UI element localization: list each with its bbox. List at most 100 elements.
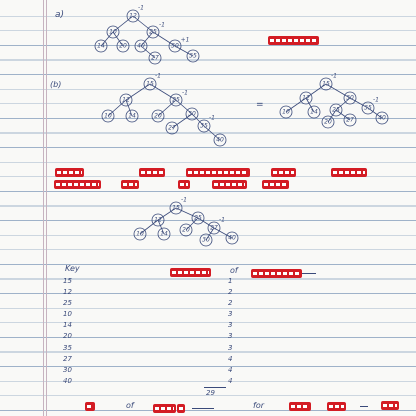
- tree-c-node-3: 10: [136, 231, 144, 238]
- table-value-cell: 2: [228, 288, 233, 297]
- table-header-of: of: [230, 266, 238, 275]
- bottom-of-word: of: [126, 401, 134, 410]
- tree-c-node-4: 14: [160, 231, 168, 238]
- redaction-box: [186, 168, 250, 177]
- tree-c: 15 12 25 10 14 20 27 30 40 -1 -1: [133, 197, 239, 247]
- tree-a-node-8: 40: [137, 43, 145, 50]
- tree-b-left-node-5: 20: [154, 113, 162, 120]
- table-value-cell: 4: [228, 376, 233, 385]
- margin-rule-inner: [46, 0, 47, 416]
- tree-c-node-5: 20: [182, 227, 190, 234]
- redaction-box: [262, 180, 289, 189]
- table-key-cell: 27: [63, 354, 72, 363]
- tree-c-node-1: 12: [154, 217, 162, 224]
- tree-b-left: 15 12 25 10 14 20 30 27 35 40 -1 -1 -1: [101, 73, 227, 147]
- tree-b-right-balance-6: -1: [373, 97, 379, 104]
- tree-b-right-node-9: 40: [378, 115, 386, 122]
- tree-b-left-node-1: 12: [122, 97, 130, 104]
- tree-b-left-node-7: 27: [168, 125, 176, 132]
- redaction-box: [55, 168, 84, 177]
- tree-a-node-3: 14: [97, 43, 105, 50]
- tree-b-left-node-3: 10: [104, 113, 112, 120]
- tree-b-right-node-8: 27: [346, 117, 354, 124]
- table-key-cell: 14: [63, 321, 72, 330]
- table-key-cell: 10: [63, 310, 72, 319]
- tree-b-left-node-8: 35: [200, 123, 208, 130]
- tree-b-right-node-1: 12: [302, 95, 310, 102]
- table-key-cell: 40: [63, 376, 72, 385]
- tree-c-balance-0: -1: [181, 197, 187, 204]
- tree-a-node-1: 10: [109, 29, 117, 36]
- table-value-cell: 4: [228, 365, 233, 374]
- tree-b-left-balance-8: -1: [209, 115, 215, 122]
- tree-a-balance-5: +1: [181, 37, 190, 44]
- tree-b-left-node-0: 15: [146, 81, 154, 88]
- tree-b-right-node-7: 20: [324, 119, 332, 126]
- tree-a: 12 10 25 14 20 30 35 27 40 -1 -1 +1: [94, 5, 200, 65]
- redaction-box: [251, 269, 302, 278]
- redaction-box: [271, 168, 296, 177]
- redaction-box: [289, 402, 311, 411]
- tree-a-balance-2: -1: [159, 22, 165, 29]
- tree-b-left-node-9: 40: [216, 137, 224, 144]
- redaction-box: [139, 168, 165, 177]
- redaction-box: [381, 401, 399, 410]
- tree-b-left-node-6: 30: [188, 111, 196, 118]
- table-value-cell: 3: [228, 321, 233, 330]
- tree-c-node-8: 40: [228, 235, 236, 242]
- tree-c-node-2: 25: [194, 215, 202, 222]
- redaction-box: [177, 404, 185, 413]
- table-header-key: Key: [65, 264, 80, 273]
- tree-a-node-6: 35: [189, 53, 197, 60]
- part-b-label: (b): [50, 80, 62, 89]
- tree-c-balance-6: -1: [219, 217, 225, 224]
- margin-rule: [43, 0, 44, 416]
- table-value-cell: 3: [228, 343, 233, 352]
- tree-b-right-balance-0: -1: [331, 73, 337, 80]
- table-key-cell: 25: [63, 299, 72, 308]
- tree-a-node-4: 20: [119, 43, 127, 50]
- tree-a-balance-0: -1: [138, 5, 144, 12]
- table-value-cell: 1: [228, 277, 233, 285]
- tree-a-node-7: 27: [151, 55, 159, 62]
- tree-b-left-node-4: 14: [128, 113, 136, 120]
- tree-a-node-5: 30: [171, 43, 179, 50]
- sum-line: [204, 387, 226, 388]
- table-value-cell: 3: [228, 332, 233, 341]
- tree-b-right-node-2: 30: [346, 95, 354, 102]
- tree-b-right-node-5: 25: [332, 107, 340, 114]
- table-value-cell: 3: [228, 310, 233, 319]
- tree-b-right-node-0: 15: [322, 81, 330, 88]
- redaction-box: [85, 402, 95, 411]
- table-key-cell: 12: [63, 288, 72, 297]
- table-key-cell: 20: [63, 332, 72, 341]
- table-value-cell: 2: [228, 299, 233, 308]
- tree-b-right: 15 12 30 10 14 25 35 20 27 40 -1 -1: [279, 73, 389, 129]
- redaction-box: [212, 180, 247, 189]
- part-a-label: a): [55, 10, 65, 20]
- bottom-for-word: for: [253, 401, 264, 410]
- redaction-box: [54, 180, 101, 189]
- redaction-box: [153, 404, 176, 413]
- redaction-box: [170, 268, 211, 277]
- table-key-cell: 30: [63, 365, 72, 374]
- table-value-cell: 4: [228, 354, 233, 363]
- table-values-column: 1 2 2 3 3 3 3 4 4 4: [228, 276, 232, 387]
- tree-b-right-node-6: 35: [364, 105, 372, 112]
- tree-a-node-2: 25: [149, 29, 157, 36]
- redaction-box: [331, 168, 367, 177]
- redaction-box: [178, 180, 190, 189]
- tree-c-node-6: 27: [210, 225, 218, 232]
- tree-b-left-balance-2: -1: [182, 90, 188, 97]
- dash-stroke: [302, 273, 316, 274]
- tree-c-node-0: 15: [172, 205, 180, 212]
- tree-b-right-node-4: 14: [310, 109, 318, 116]
- equals-sign: =: [256, 100, 264, 110]
- table-total: 29: [206, 389, 215, 397]
- table-key-cell: 35: [63, 343, 72, 352]
- tree-c-node-7: 30: [202, 237, 210, 244]
- dash-stroke: [360, 406, 368, 407]
- redaction-box: [121, 180, 139, 189]
- tree-a-node-0: 12: [129, 13, 137, 20]
